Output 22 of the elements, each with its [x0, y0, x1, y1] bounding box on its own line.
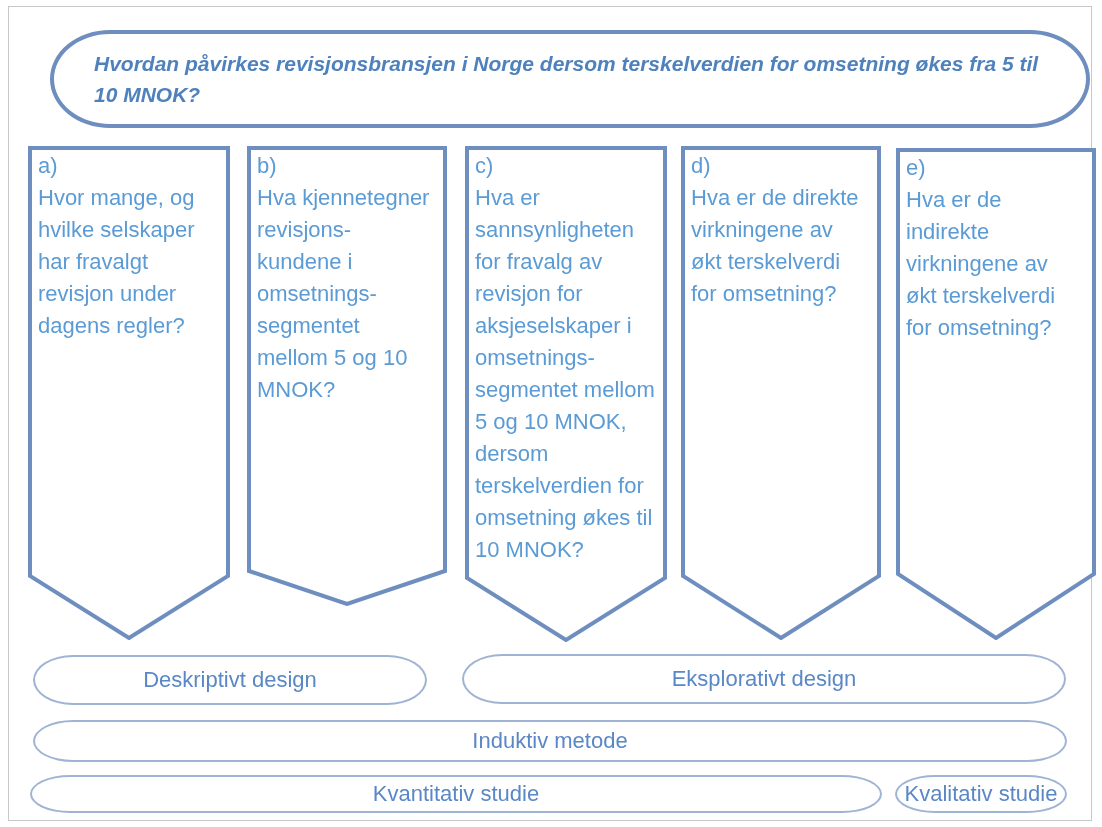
- band-label: Kvantitativ studie: [372, 781, 540, 807]
- down-arrow-shape: [681, 146, 881, 640]
- question-letter: b): [257, 152, 278, 180]
- down-arrow-shape: [247, 146, 447, 606]
- question-letter: d): [691, 152, 712, 180]
- down-arrow-shape: [465, 146, 667, 642]
- question-text: Hva er de indirekte virkningene av økt terskelverdi for omsetning?: [906, 186, 1057, 342]
- down-arrow-shape: [28, 146, 230, 640]
- down-arrow-shape: [896, 148, 1096, 640]
- question-letter: c): [475, 152, 495, 180]
- question-letter: e): [906, 154, 927, 182]
- band-label: Deskriptivt design: [143, 667, 317, 693]
- question-text: Hvor mange, og hvilke selskaper har fravalgt revisjon under dagens regler?: [38, 184, 196, 340]
- research-question: Hvordan påvirkes revisjonsbransjen i Norge dersom terskelverdien for omsetning økes fra 5 til 10 MNOK?: [94, 51, 1040, 108]
- question-text: Hva er de direkte virkningene av økt terskelverdi for omsetning?: [691, 184, 860, 308]
- question-text: Hva kjennetegner revisjons- kundene i omsetnings- segmentet mellom 5 og 10 MNOK?: [257, 184, 431, 404]
- question-text: Hva er sannsynligheten for fravalg av revisjon for aksjeselskaper i omsetnings- segmentet mellom 5 og 10 MNOK, dersom terskelverdien for omsetning økes til 10 MNOK?: [475, 184, 655, 564]
- question-banner: [50, 30, 1090, 128]
- band-label: Induktiv metode: [472, 728, 628, 754]
- question-letter: a): [38, 152, 59, 180]
- band-label: Eksplorativt design: [671, 666, 857, 692]
- band-label: Kvalitativ studie: [904, 781, 1058, 807]
